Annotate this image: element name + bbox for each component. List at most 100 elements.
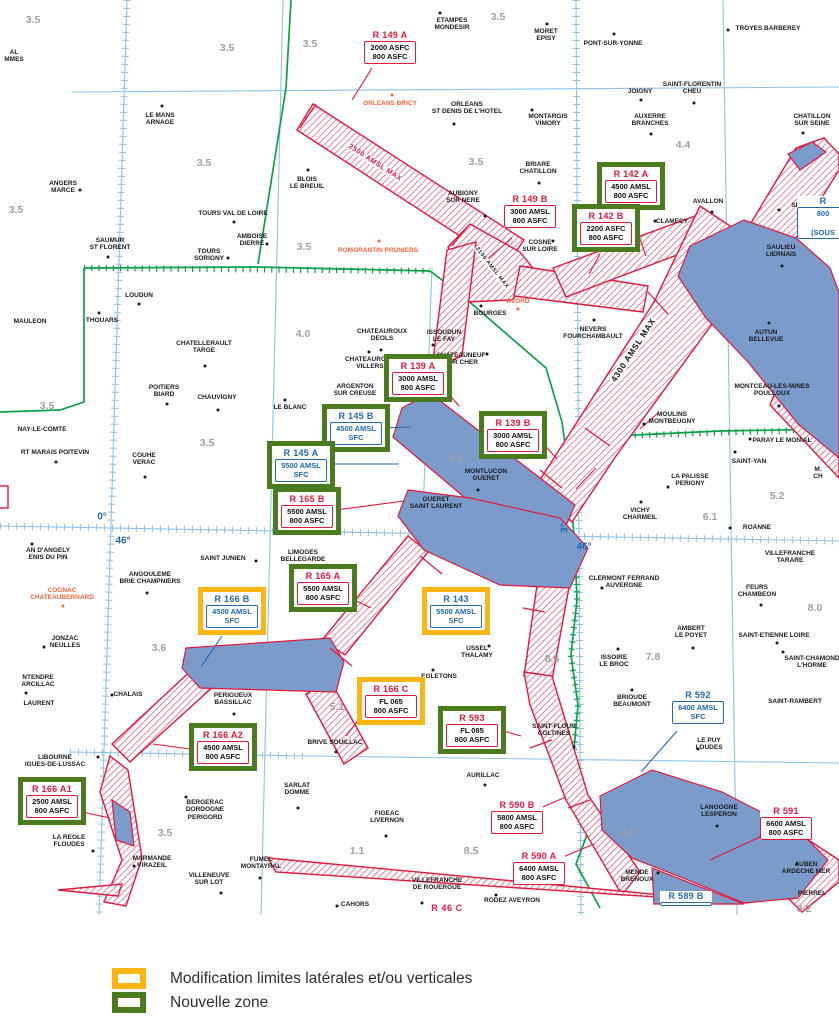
zone-limit-value: 800 ASFC (521, 873, 557, 883)
zone-title: R (819, 196, 827, 206)
city-label: THOUARS (85, 317, 119, 324)
zone-title: R 149 B (512, 194, 548, 204)
cut-zone-box-left-edge (0, 485, 9, 509)
city-dot (145, 591, 149, 595)
zone-divider-lines (299, 103, 669, 809)
city-label: TROYES BARBEREY (735, 25, 801, 32)
zone-limit-value: 800 ASFC (495, 440, 531, 450)
zone-title: R 166 A2 (202, 730, 244, 740)
city-dot (516, 307, 520, 311)
grid-number: 4.0 (295, 328, 311, 340)
city-dot (431, 343, 435, 347)
legend-item-modification: Modification limites latérales et/ou ver… (112, 968, 472, 989)
grid-number: 8.0 (807, 602, 823, 614)
city-label: SAINT-RAMBERT (768, 698, 822, 705)
zone-box-r589b: R 589 B (660, 891, 712, 906)
zone-title: R 590 A (521, 851, 557, 861)
city-dot (748, 437, 752, 441)
zone-limit-value: 5500 AMSL (436, 607, 476, 616)
map-svg (0, 0, 839, 916)
city-dot (485, 352, 489, 356)
city-dot (184, 795, 188, 799)
city-dot (226, 256, 230, 260)
city-dot (420, 901, 424, 905)
grid-number: 8.6 (544, 653, 560, 665)
city-dot (728, 526, 732, 530)
city-dot (653, 219, 657, 223)
city-dot (283, 398, 287, 402)
city-dot (494, 893, 498, 897)
city-label: NAY-LE-COMTE (17, 426, 67, 433)
grid-number: 8.5 (463, 845, 479, 857)
city-dot (377, 239, 381, 243)
zone-limit-value: 5500 AMSL (281, 461, 321, 470)
lat-lon-grid (0, 0, 839, 916)
city-label: CAHORS (340, 901, 370, 908)
city-label: AVALLON (692, 198, 724, 205)
zone-title: R 143 (443, 594, 469, 604)
city-dot (258, 876, 262, 880)
zone-limit-value: 6400 AMSL (519, 864, 559, 873)
city-dot (630, 688, 634, 692)
city-dot (483, 783, 487, 787)
city-label: TOURS VAL DE LOIRE (198, 210, 268, 217)
city-dot (379, 348, 383, 352)
zone-limit-value: 800 ASFC (400, 383, 436, 393)
zone-title: R 149 A (372, 30, 408, 40)
grid-coordinate-label: 3° (559, 523, 571, 533)
city-dot (592, 318, 596, 322)
zone-limit-value: (SOUS (811, 227, 835, 237)
city-dot (600, 586, 604, 590)
legend-label: Nouvelle zone (170, 993, 269, 1011)
zone-limit-value: 800 ASFC (34, 806, 70, 816)
city-dot (137, 302, 141, 306)
city-label: MAULEON (13, 318, 47, 325)
city-dot (384, 834, 388, 838)
city-dot (801, 131, 805, 135)
zone-limit-value: 6600 AMSL (766, 819, 806, 828)
city-dot (97, 311, 101, 315)
zone-limit-value: 800 ASFC (289, 516, 325, 526)
city-dot (781, 650, 785, 654)
city-dot (335, 904, 339, 908)
city-dot (296, 806, 300, 810)
zone-title: R 145 A (283, 448, 319, 458)
grid-number: 4.4 (675, 139, 691, 151)
city-label: AURILLAC (466, 772, 500, 779)
